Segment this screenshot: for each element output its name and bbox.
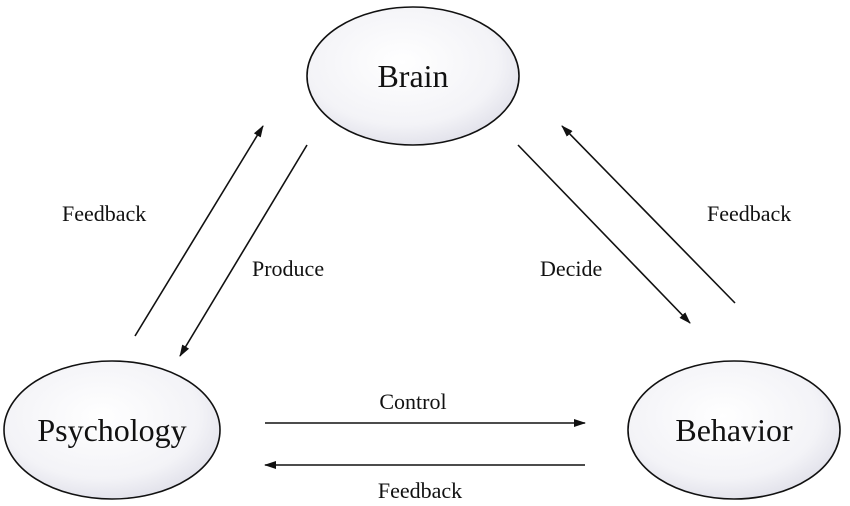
edge-label-behavior-to-psychology: Feedback (378, 478, 462, 503)
edge-brain-to-behavior (517, 144, 691, 324)
node-brain-label: Brain (377, 58, 448, 94)
node-psychology: Psychology (3, 360, 221, 500)
edge-label-psychology-to-behavior: Control (379, 389, 446, 414)
edge-label-psychology-to-brain: Feedback (62, 201, 146, 226)
edge-brain-to-psychology (179, 144, 308, 357)
node-brain: Brain (306, 6, 520, 146)
edge-label-brain-to-behavior: Decide (540, 256, 602, 281)
node-behavior: Behavior (627, 360, 841, 500)
edge-label-behavior-to-brain: Feedback (707, 201, 791, 226)
edge-psychology-to-brain (134, 125, 264, 337)
node-psychology-label: Psychology (37, 412, 186, 448)
node-behavior-label: Behavior (675, 412, 793, 448)
edge-behavior-to-brain (561, 125, 736, 304)
edge-label-brain-to-psychology: Produce (252, 256, 324, 281)
